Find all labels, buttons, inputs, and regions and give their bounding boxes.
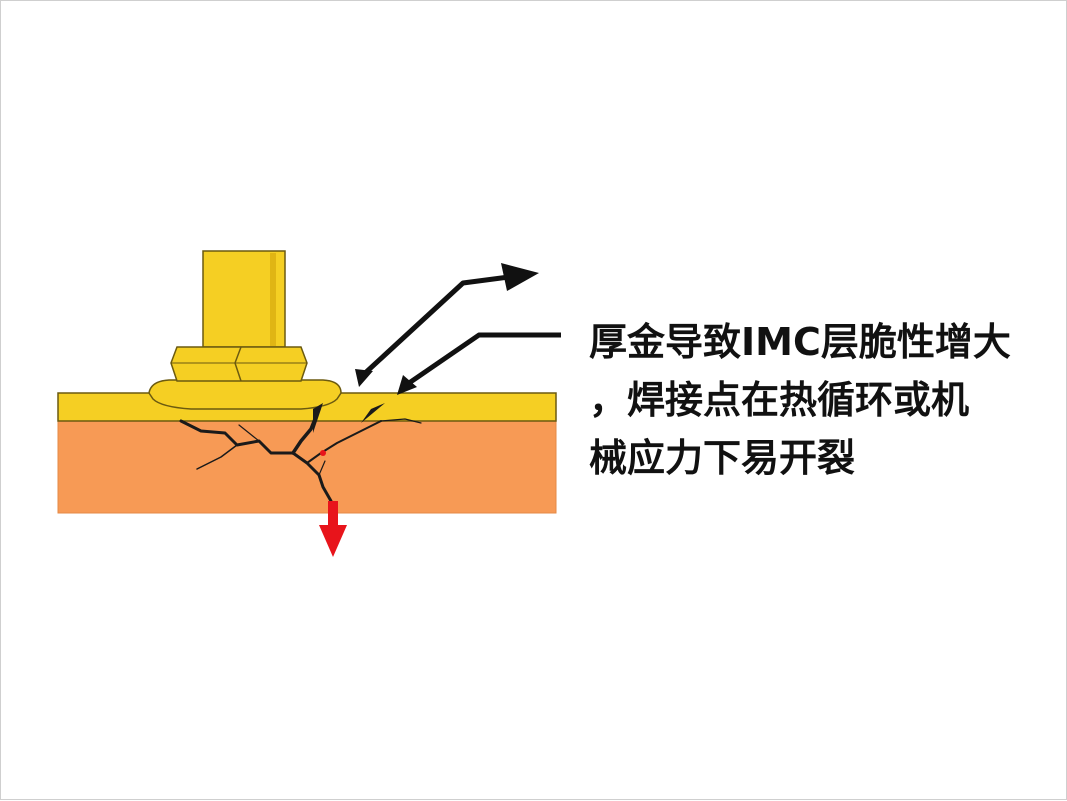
crack-origin-dot — [320, 450, 326, 456]
crack-wedge-left — [313, 403, 323, 433]
explanation-caption: 厚金导致IMC层脆性增大 ，焊接点在热循环或机 械应力下易开裂 — [589, 313, 1049, 487]
pointer-arrow-lower — [397, 332, 561, 395]
caption-line-1: 厚金导致IMC层脆性增大 — [589, 320, 1011, 364]
caption-line-2: ，焊接点在热循环或机 — [589, 378, 970, 422]
downward-arrow-icon — [319, 501, 347, 557]
pointer-arrow-upper — [355, 263, 539, 387]
crack-lines — [179, 407, 422, 503]
hex-nut — [170, 346, 308, 382]
caption-line-3: 械应力下易开裂 — [589, 436, 856, 480]
crack-wedge-right — [361, 403, 385, 423]
solder-fillet — [148, 379, 342, 410]
